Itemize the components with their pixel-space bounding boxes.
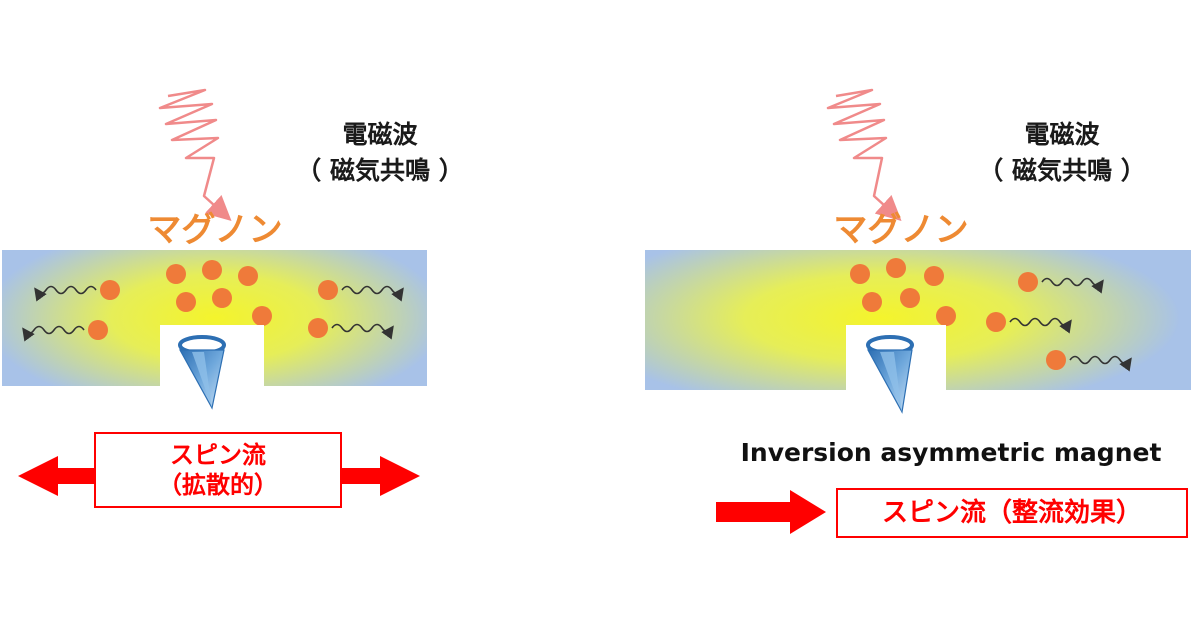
spin-wave-arrow-icon xyxy=(331,323,394,340)
magnon-dot-icon xyxy=(308,318,328,338)
magnon-dot-icon xyxy=(936,306,956,326)
magnon-dot-icon xyxy=(238,266,258,286)
right-magnon-dots xyxy=(850,258,1066,370)
magnon-dot-icon xyxy=(88,320,108,340)
magnon-dot-icon xyxy=(986,312,1006,332)
magnon-dot-icon xyxy=(886,258,906,278)
magnon-dot-icon xyxy=(900,288,920,308)
right-spin-waves xyxy=(1009,277,1132,372)
spin-wave-arrow-icon xyxy=(1009,317,1072,334)
right-em-wave-icon xyxy=(826,88,902,222)
magnet-label: Inversion asymmetric magnet xyxy=(740,438,1162,467)
spin-wave-arrow-icon xyxy=(22,325,85,342)
magnon-dot-icon xyxy=(850,264,870,284)
left-spin-current-line1: スピン流 xyxy=(170,441,266,469)
right-spin-current-box: スピン流（整流効果） xyxy=(836,488,1188,538)
magnon-dot-icon xyxy=(1046,350,1066,370)
right-spin-cone-icon xyxy=(846,325,946,425)
right-magnon-label: マグノン xyxy=(833,210,969,250)
magnon-dot-icon xyxy=(202,260,222,280)
magnon-dot-icon xyxy=(1018,272,1038,292)
left-spin-current-box: スピン流 （拡散的） xyxy=(94,432,342,508)
magnon-dot-icon xyxy=(318,280,338,300)
magnon-dot-icon xyxy=(176,292,196,312)
spin-wave-arrow-icon xyxy=(34,285,97,302)
left-em-wave-label: 電磁波 xyxy=(342,120,418,149)
magnon-dot-icon xyxy=(212,288,232,308)
right-em-wave-label: 電磁波 xyxy=(1024,120,1100,149)
right-em-wave-sub-label: （ 磁気共鳴 ） xyxy=(978,156,1146,185)
spin-wave-arrow-icon xyxy=(1041,277,1104,294)
spin-wave-arrow-icon xyxy=(1069,355,1132,372)
left-em-wave-icon xyxy=(158,88,232,222)
red-right-arrow-icon xyxy=(716,490,826,534)
spin-wave-arrow-icon xyxy=(341,285,404,302)
magnon-dot-icon xyxy=(252,306,272,326)
left-spin-current-line2: （拡散的） xyxy=(158,471,278,499)
left-magnon-label: マグノン xyxy=(147,210,283,250)
left-spin-cone-icon xyxy=(160,325,264,425)
left-magnon-dots xyxy=(88,260,338,340)
left-em-wave-sub-label: （ 磁気共鳴 ） xyxy=(296,156,464,185)
magnon-dot-icon xyxy=(924,266,944,286)
magnon-dot-icon xyxy=(100,280,120,300)
magnon-dot-icon xyxy=(862,292,882,312)
magnon-dot-icon xyxy=(166,264,186,284)
left-spin-waves xyxy=(22,285,404,342)
